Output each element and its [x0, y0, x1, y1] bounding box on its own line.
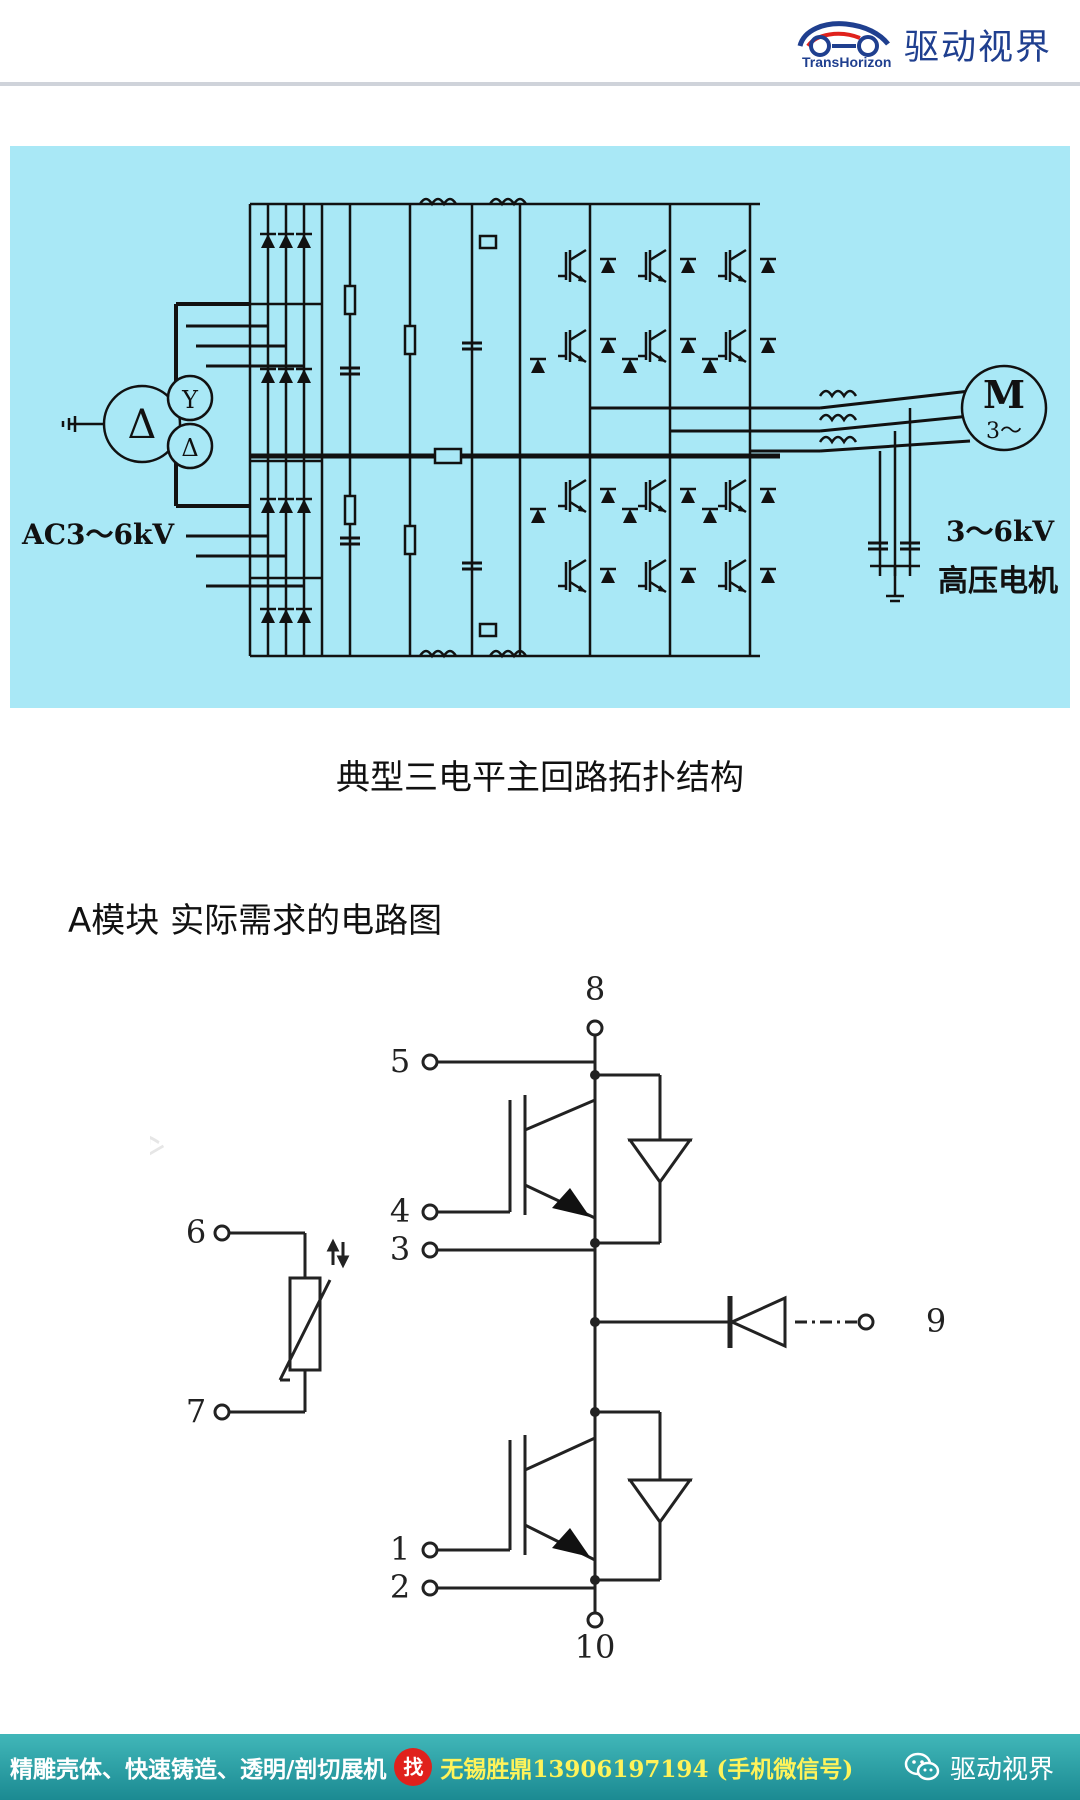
pin-label-9: 9: [926, 1302, 946, 1340]
pin-label-5: 5: [390, 1042, 410, 1080]
logo-subtitle: TransHorizon: [801, 54, 892, 70]
footer-service-text: 精雕壳体、快速铸造、透明/剖切展机: [10, 1756, 387, 1783]
pin-label-10: 10: [575, 1628, 616, 1660]
car-logo-icon: [797, 21, 890, 57]
transformer-secondary-1-label: Y: [181, 386, 199, 414]
pin-label-1: 1: [390, 1530, 410, 1568]
pin-label-8: 8: [585, 970, 605, 1008]
three-level-topology-diagram: Δ Y Δ AC3～6kV M 3～ 3～6kV 高压电机: [10, 146, 1070, 708]
footer-contact-text: 无锡胜鼎13906197194 (手机微信号): [440, 1756, 854, 1783]
header: TransHorizon 驱动视界: [0, 0, 1080, 88]
footer-banner[interactable]: 精雕壳体、快速铸造、透明/剖切展机 找 无锡胜鼎13906197194 (手机微…: [0, 1734, 1080, 1800]
pin-label-4: 4: [390, 1192, 410, 1230]
a-module-circuit-diagram: 驱 .cn 8 5 4 3 6 7 9 1 2 10: [112, 960, 1019, 1666]
pin-label-2: 2: [390, 1568, 410, 1606]
watermark-1: 驱: [150, 1114, 170, 1174]
figure1-caption: 典型三电平主回路拓扑结构: [336, 758, 744, 798]
logo[interactable]: TransHorizon 驱动视界: [794, 14, 1052, 74]
wechat-icon: [904, 1752, 940, 1781]
figure2-caption: A模块 实际需求的电路图: [68, 901, 443, 941]
input-voltage-label: AC3～6kV: [21, 518, 175, 551]
output-voltage-label: 3～6kV: [946, 515, 1055, 548]
find-badge: 找: [394, 1748, 433, 1786]
motor-label: M: [983, 372, 1025, 417]
watermark-2: .cn: [955, 1387, 971, 1448]
pin-label-7: 7: [186, 1392, 206, 1430]
high-voltage-motor-label: 高压电机: [938, 564, 1058, 599]
motor-sub-label: 3～: [986, 419, 1022, 444]
pin-label-3: 3: [390, 1230, 410, 1268]
transformer-primary-label: Δ: [128, 402, 157, 448]
footer-brand-text: 驱动视界: [949, 1754, 1054, 1785]
transformer-secondary-2-label: Δ: [181, 434, 198, 462]
footer-brand: 驱动视界: [904, 1734, 1054, 1800]
logo-brand: 驱动视界: [903, 27, 1052, 68]
pin-label-6: 6: [186, 1213, 206, 1251]
header-divider: [0, 82, 1080, 86]
